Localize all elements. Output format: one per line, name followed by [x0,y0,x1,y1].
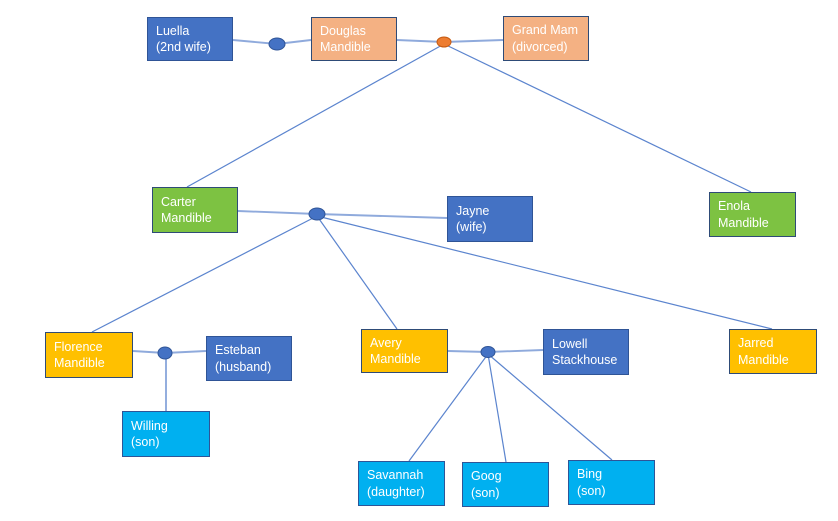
person-name-line2: Mandible [738,352,789,367]
person-name-line2: Mandible [370,352,421,366]
person-name-line1: Florence [54,339,103,354]
person-name-line2: Mandible [320,40,371,54]
connector-union3-florence [91,215,318,333]
person-name-line1: Enola [718,199,750,213]
connector-union2-grandmam [443,39,504,43]
union-dot-carter-jayne [308,207,326,221]
person-name-line2: Mandible [54,356,105,370]
person-node-luella[interactable]: Luella (2nd wife) [147,17,233,61]
union-dot-avery-lowell [480,346,496,358]
connector-carter-union3 [237,210,318,215]
person-name-line2: (divorced) [512,39,568,54]
person-node-grand-mam[interactable]: Grand Mam (divorced) [503,16,589,61]
person-name-line1: Luella [156,23,190,38]
connector-union3-avery [316,215,398,330]
person-name-line2: (son) [577,483,606,498]
union-dot-luella-douglas [268,37,286,51]
connector-union2-carter [186,43,445,188]
connector-union2-enola [443,43,752,193]
person-node-esteban[interactable]: Esteban (husband) [206,336,292,381]
person-name-line1: Willing [131,418,168,433]
person-name-line2: Mandible [161,211,212,225]
person-name-line2: (wife) [456,220,487,234]
connector-union5-lowell [487,349,544,353]
person-name-line2: Mandible [718,215,769,230]
connector-union5-savannah [408,353,489,462]
person-name-line1: Jayne [456,203,490,218]
person-node-bing[interactable]: Bing (son) [568,460,655,505]
person-name-line2: (2nd wife) [156,40,211,54]
person-name-line2: (son) [131,435,160,449]
connector-union3-jayne [316,213,448,219]
person-name-line2: (son) [471,485,500,500]
connector-union3-jarred [316,215,773,330]
connector-union5-goog [487,353,507,463]
person-name-line1: Douglas [320,23,366,38]
person-name-line1: Lowell [552,336,588,351]
connector-union5-bing [487,353,613,461]
union-dot-florence-esteban [157,346,173,360]
person-name-line1: Goog [471,469,502,483]
person-name-line2: (husband) [215,359,272,374]
person-name-line2: Stackhouse [552,353,618,367]
person-node-willing[interactable]: Willing (son) [122,411,210,457]
person-node-jayne[interactable]: Jayne (wife) [447,196,533,242]
person-name-line1: Avery [370,335,402,350]
person-name-line1: Carter [161,194,196,209]
person-name-line2: (daughter) [367,484,425,499]
person-name-line1: Jarred [738,336,774,350]
person-name-line1: Bing [577,467,603,481]
union-dot-douglas-grandmam [436,36,452,48]
person-name-line1: Esteban [215,343,261,357]
person-node-goog[interactable]: Goog (son) [462,462,549,507]
connector-douglas-union2 [396,39,445,43]
person-node-savannah[interactable]: Savannah (daughter) [358,461,445,506]
person-name-line1: Grand Mam [512,23,578,37]
person-name-line1: Savannah [367,468,424,482]
